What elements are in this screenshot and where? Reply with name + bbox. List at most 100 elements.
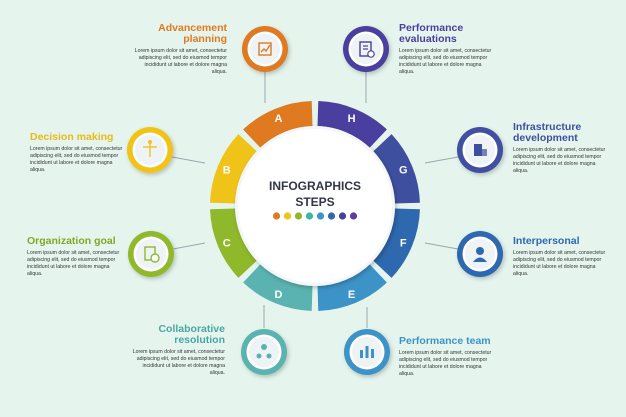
center-dot	[327, 212, 336, 220]
desc-line: incididunt ut labore et dolore magna	[27, 264, 110, 271]
center-title-line2: STEPS	[295, 195, 335, 209]
segment-letter-c: C	[223, 238, 231, 250]
planning-icon	[242, 26, 288, 72]
center-dot	[316, 212, 325, 220]
step-b-title: Decision making	[30, 132, 160, 143]
desc-line: aliqua.	[27, 271, 43, 278]
step-g-description: Lorem ipsum dolor sit amet, consectetur …	[513, 147, 613, 175]
center-title: INFOGRAPHICS STEPS	[262, 178, 368, 210]
segment-a	[243, 101, 313, 148]
step-b-text: Decision making Lorem ipsum dolor sit am…	[30, 132, 160, 174]
step-d-title-line1: Collaborative	[158, 323, 225, 335]
step-a-title-line1: Advancement	[158, 22, 227, 34]
center-dot	[283, 212, 292, 220]
step-c-title-line1: Organization goal	[27, 235, 116, 247]
team-icon	[344, 329, 390, 375]
step-h-title-line1: Performance	[399, 22, 464, 34]
step-h-title-line2: evaluations	[399, 33, 457, 45]
desc-line: incididunt ut labore et dolore magna	[144, 62, 227, 69]
segment-letter-d: D	[274, 289, 282, 301]
segment-letter-a: A	[274, 113, 282, 125]
step-b-description: Lorem ipsum dolor sit amet, consectetur …	[30, 146, 160, 174]
segment-f	[373, 208, 420, 278]
center-dot	[338, 212, 347, 220]
desc-line: adipiscing elit, sed do eiusmod tempor	[513, 154, 602, 161]
segment-c	[210, 208, 257, 278]
step-c-description: Lorem ipsum dolor sit amet, consectetur …	[27, 250, 157, 278]
infrastructure-icon	[457, 127, 503, 173]
desc-line: aliqua.	[399, 371, 415, 378]
desc-line: aliqua.	[211, 69, 227, 76]
segment-letter-h: H	[348, 113, 356, 125]
desc-line: aliqua.	[399, 69, 415, 76]
segment-letter-f: F	[400, 238, 407, 250]
desc-line: Lorem ipsum dolor sit amet, consectetur	[399, 48, 492, 54]
center-dot	[349, 212, 358, 220]
step-f-description: Lorem ipsum dolor sit amet, consectetur …	[513, 250, 626, 278]
step-d-text: Collaborative resolution Lorem ipsum dol…	[95, 324, 225, 377]
center-title-line1: INFOGRAPHICS	[268, 179, 361, 193]
connector-c	[172, 242, 206, 250]
desc-line: Lorem ipsum dolor sit amet, consectetur	[27, 250, 120, 256]
step-a-title-line2: planning	[183, 33, 227, 45]
step-f-text: Interpersonal Lorem ipsum dolor sit amet…	[513, 236, 626, 278]
step-b-title-line1: Decision making	[30, 131, 114, 143]
step-g-text: Infrastructure development Lorem ipsum d…	[513, 122, 613, 175]
segment-g	[373, 134, 420, 204]
step-c-text: Organization goal Lorem ipsum dolor sit …	[27, 236, 157, 278]
step-g-title: Infrastructure development	[513, 122, 613, 144]
desc-line: adipiscing elit, sed do eiusmod tempor	[30, 153, 119, 160]
step-h-text: Performance evaluations Lorem ipsum dolo…	[399, 23, 529, 76]
connector-g	[424, 156, 459, 164]
center-disc	[238, 129, 392, 283]
desc-line: aliqua.	[513, 168, 529, 175]
segment-b	[210, 134, 257, 204]
step-f-title-line1: Interpersonal	[513, 235, 580, 247]
segment-letter-e: E	[348, 289, 355, 301]
desc-line: incididunt ut labore et dolore magna	[513, 264, 596, 271]
segment-e	[317, 264, 387, 311]
collaboration-icon	[241, 329, 287, 375]
segment-h	[317, 101, 387, 148]
center-dot	[305, 212, 314, 220]
desc-line: Lorem ipsum dolor sit amet, consectetur	[513, 147, 606, 153]
step-e-description: Lorem ipsum dolor sit amet, consectetur …	[399, 350, 529, 378]
step-e-title: Performance team	[399, 336, 529, 347]
desc-line: Lorem ipsum dolor sit amet, consectetur	[132, 349, 225, 355]
desc-line: Lorem ipsum dolor sit amet, consectetur	[513, 250, 606, 256]
connector-f	[424, 242, 459, 250]
desc-line: adipiscing elit, sed do eiusmod tempor	[399, 55, 488, 62]
step-g-title-line1: Infrastructure	[513, 121, 582, 133]
decision-icon	[127, 127, 173, 173]
desc-line: Lorem ipsum dolor sit amet, consectetur	[399, 350, 492, 356]
connector-b	[171, 156, 206, 164]
desc-line: aliqua.	[30, 167, 46, 174]
desc-line: aliqua.	[209, 370, 225, 377]
desc-line: incididunt ut labore et dolore magna	[30, 160, 113, 167]
step-e-title-line1: Performance team	[399, 335, 491, 347]
step-g-title-line2: development	[513, 132, 578, 144]
step-h-title: Performance evaluations	[399, 23, 529, 45]
step-a-description: Lorem ipsum dolor sit amet, consectetur …	[97, 48, 227, 76]
center-dot	[294, 212, 303, 220]
step-a-text: Advancement planning Lorem ipsum dolor s…	[97, 23, 227, 76]
segment-letter-b: B	[223, 164, 231, 176]
step-f-title: Interpersonal	[513, 236, 626, 247]
step-e-text: Performance team Lorem ipsum dolor sit a…	[399, 336, 529, 378]
segment-letter-g: G	[399, 164, 408, 176]
desc-line: Lorem ipsum dolor sit amet, consectetur	[134, 48, 227, 54]
desc-line: incididunt ut labore et dolore magna	[399, 62, 482, 69]
step-a-title: Advancement planning	[97, 23, 227, 45]
step-h-description: Lorem ipsum dolor sit amet, consectetur …	[399, 48, 529, 76]
desc-line: aliqua.	[513, 271, 529, 278]
step-c-title: Organization goal	[27, 236, 157, 247]
step-d-title: Collaborative resolution	[95, 324, 225, 346]
desc-line: Lorem ipsum dolor sit amet, consectetur	[30, 146, 123, 152]
center-dot	[272, 212, 281, 220]
desc-line: adipiscing elit, sed do eiusmod tempor	[513, 257, 602, 264]
evaluation-icon	[343, 26, 389, 72]
desc-line: incididunt ut labore et dolore magna	[399, 364, 482, 371]
desc-line: incididunt ut labore et dolore magna	[513, 161, 596, 168]
step-d-title-line2: resolution	[174, 334, 225, 346]
